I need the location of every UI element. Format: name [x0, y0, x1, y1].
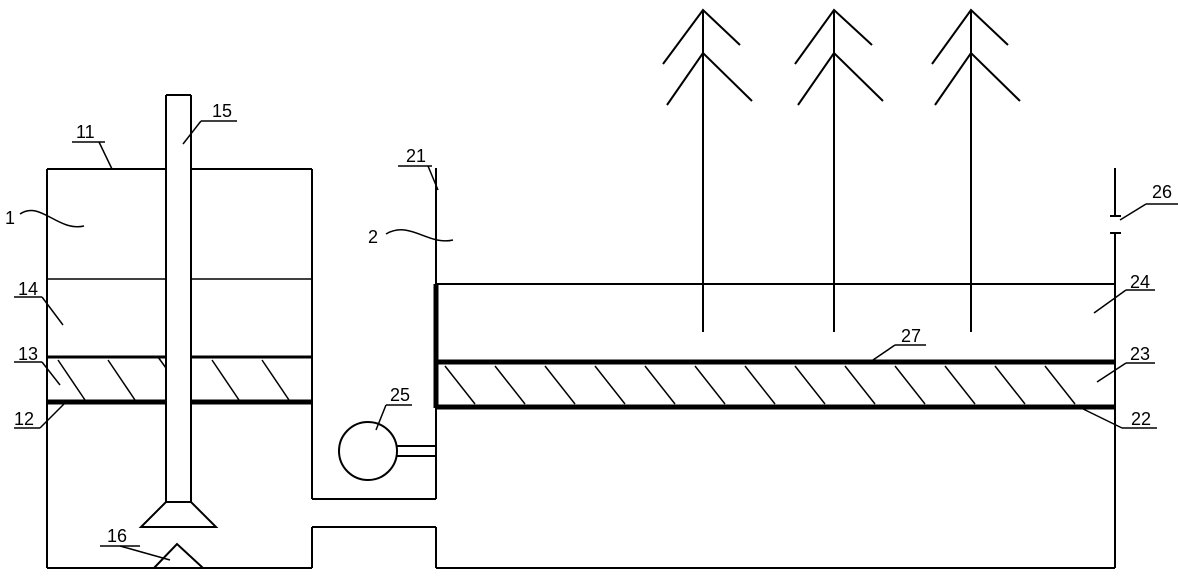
label-23: 23 [1130, 344, 1150, 364]
connecting-pipe [312, 498, 436, 528]
label-13: 13 [18, 344, 38, 364]
pump-25 [338, 421, 436, 481]
leader-lines [14, 120, 1178, 561]
plant-icon [931, 8, 1021, 332]
label-22: 22 [1131, 409, 1151, 429]
label-11: 11 [76, 122, 95, 142]
label-12: 12 [14, 409, 34, 429]
plant-icon [794, 8, 884, 332]
plant-icon [662, 8, 753, 332]
pipe-15 [138, 94, 219, 528]
label-1: 1 [5, 208, 15, 228]
diffuser-nozzle [138, 501, 219, 528]
cone-16 [153, 542, 204, 569]
label-21: 21 [406, 146, 426, 166]
label-27: 27 [901, 326, 921, 346]
label-14: 14 [18, 279, 38, 299]
tank-2 [433, 168, 1121, 569]
label-16: 16 [107, 526, 127, 546]
label-15: 15 [212, 101, 232, 121]
label-25: 25 [390, 385, 410, 405]
hatched-layer-23 [436, 359, 1115, 410]
label-24: 24 [1130, 272, 1150, 292]
label-2: 2 [368, 227, 378, 247]
label-26: 26 [1152, 182, 1172, 202]
